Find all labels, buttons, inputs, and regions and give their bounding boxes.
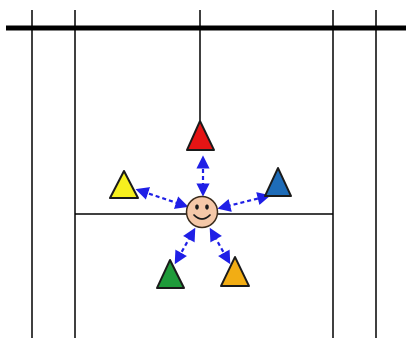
cone-front-center	[186, 120, 215, 151]
right-eye	[205, 204, 209, 210]
player	[185, 195, 219, 229]
left-eye	[195, 204, 199, 210]
cone-left-side	[109, 170, 139, 199]
court-lines	[6, 10, 406, 338]
cone-right-side	[264, 167, 292, 197]
cones	[109, 120, 292, 289]
arrow-to-right-cone	[217, 192, 271, 212]
arrow-to-back-left-cone	[174, 227, 196, 265]
movement-arrows	[135, 155, 271, 265]
smile	[193, 214, 211, 220]
arrow-to-back-right-cone	[209, 227, 231, 265]
arrow-to-left-cone	[135, 187, 189, 209]
cone-back-left	[156, 259, 185, 289]
cone-back-right	[220, 256, 250, 287]
smiley-face-icon	[185, 195, 219, 229]
